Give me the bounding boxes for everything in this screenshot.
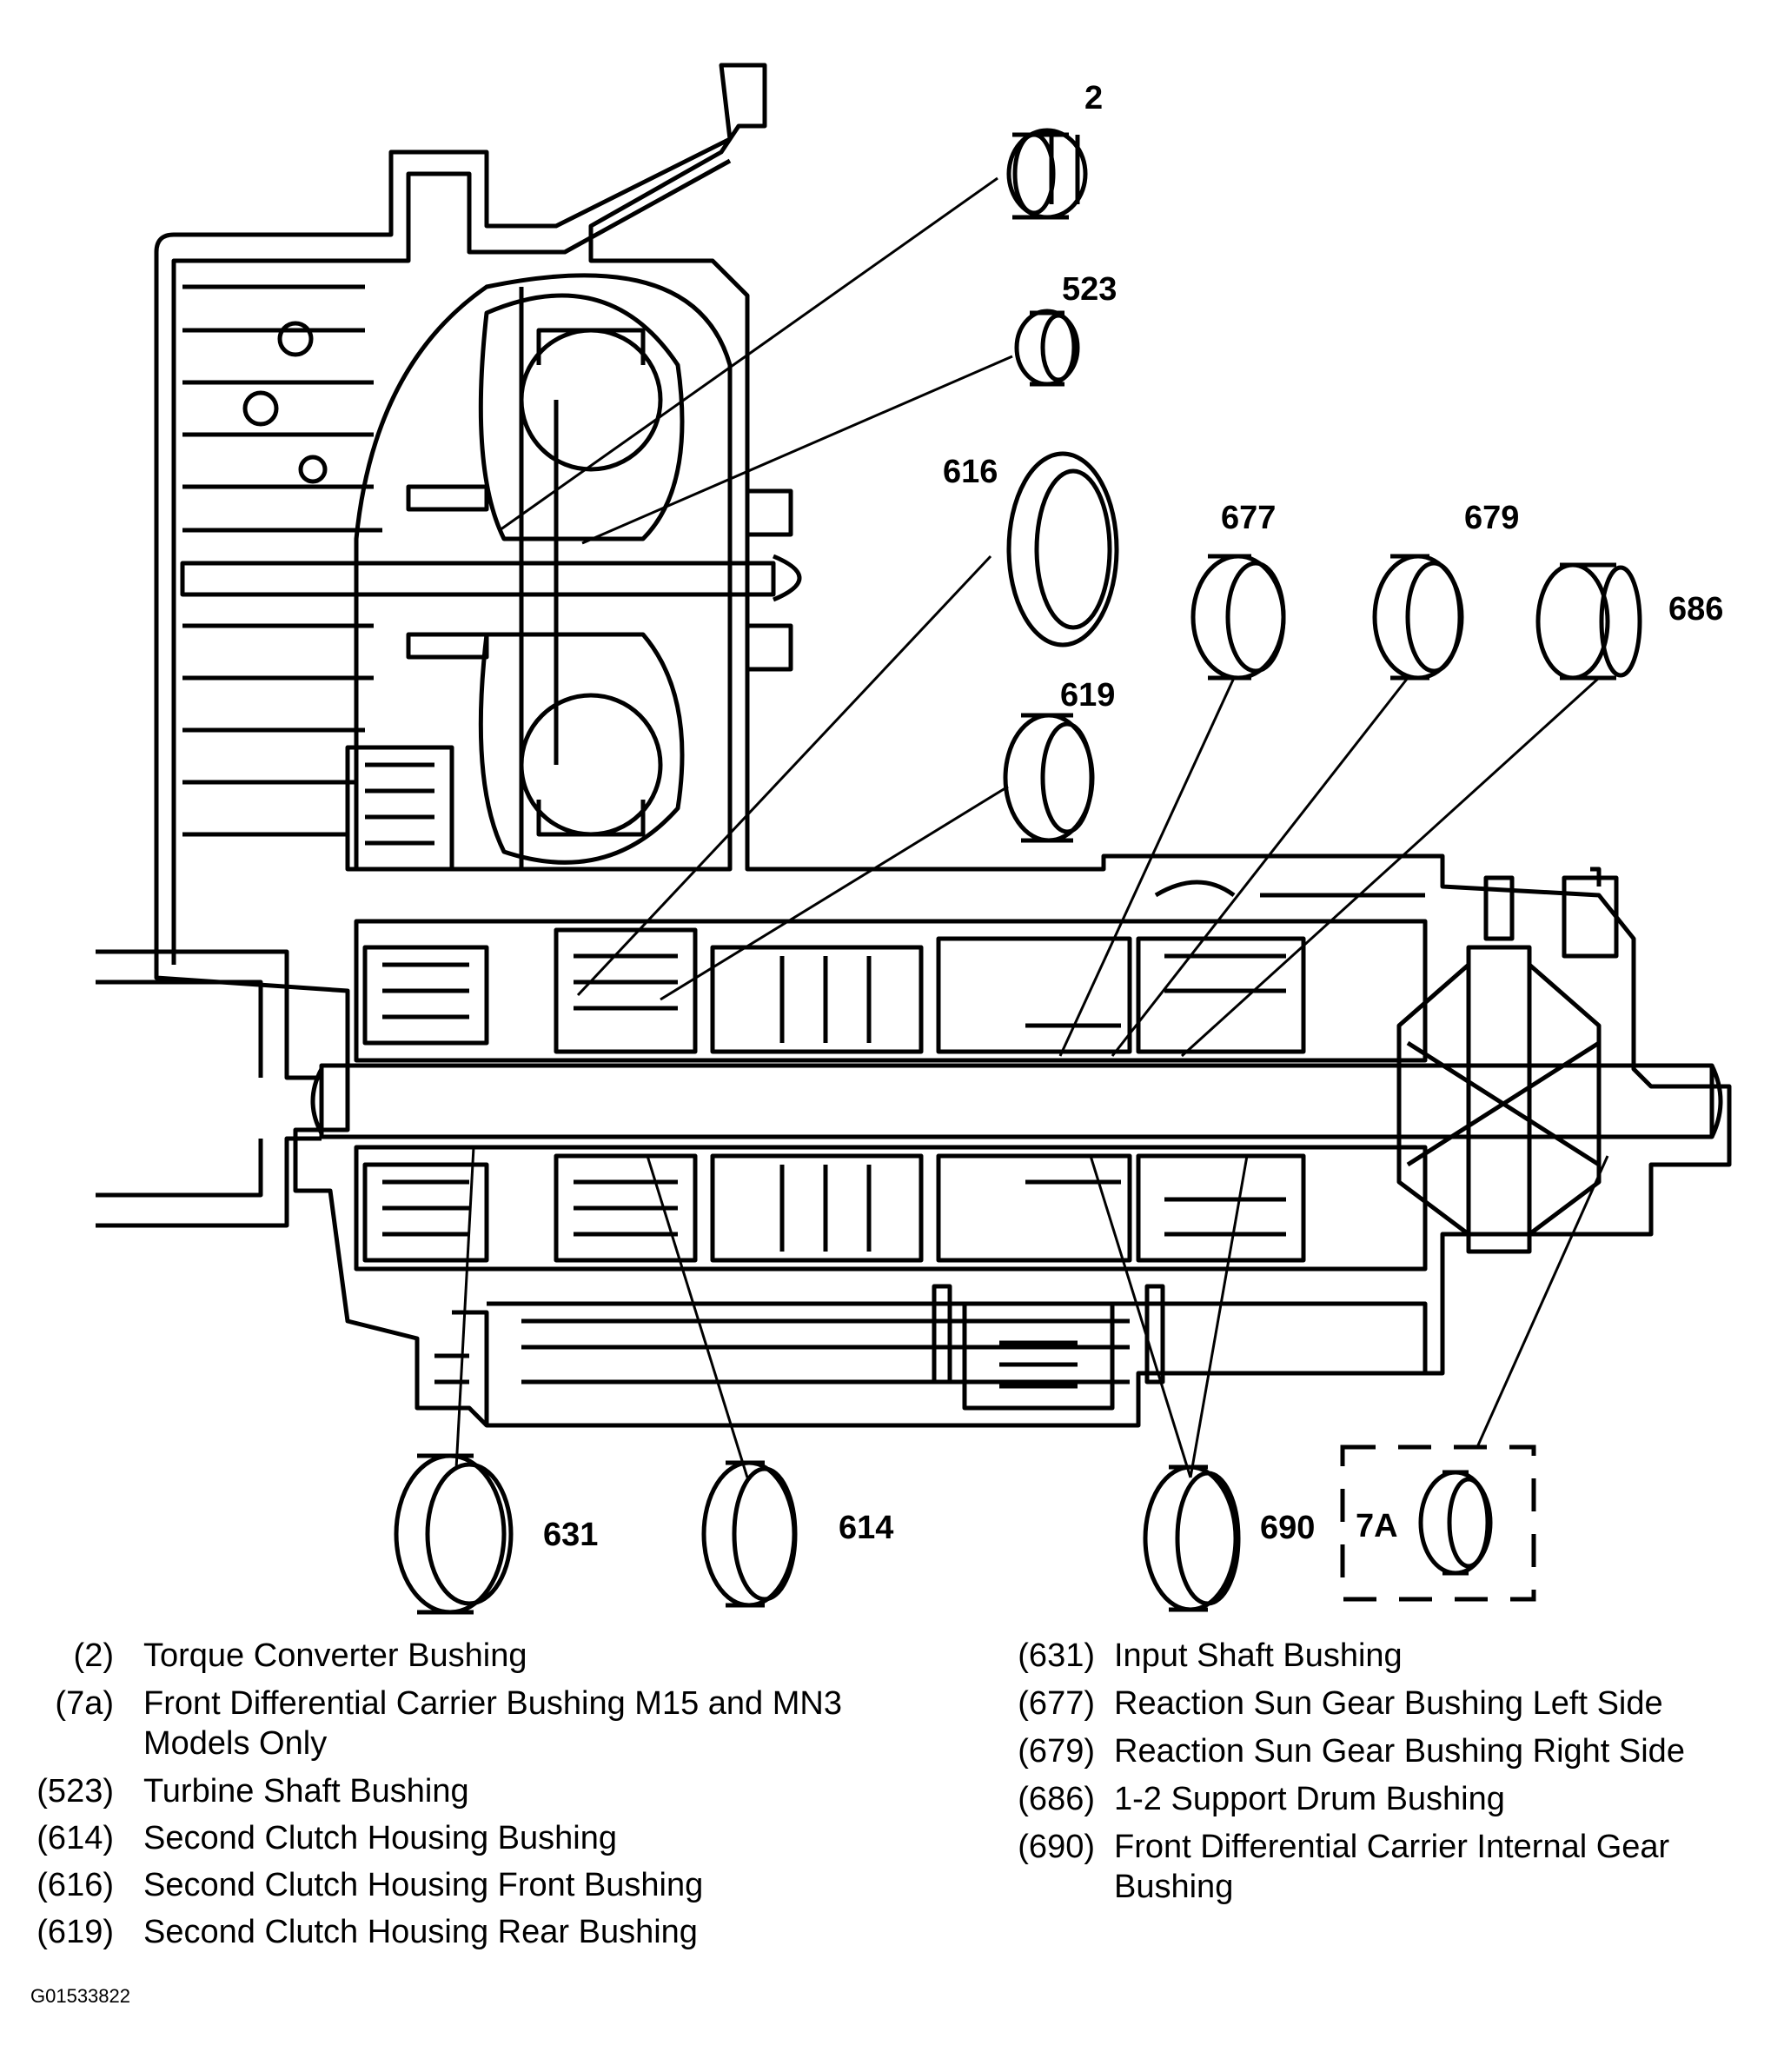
bushing-690-icon: [1143, 1464, 1241, 1612]
callout-614: 614: [839, 1510, 893, 1546]
legend-number: (677): [1018, 1685, 1095, 1722]
legend-number: (679): [1018, 1733, 1095, 1770]
legend-number: (686): [1018, 1781, 1095, 1817]
legend-description: Front Differential Carrier Bushing M15 a…: [143, 1685, 842, 1762]
figure-id: G01533822: [30, 1985, 130, 2007]
legend-description: Reaction Sun Gear Bushing Left Side: [1114, 1685, 1663, 1722]
bushing-631-icon: [394, 1453, 514, 1615]
callout-631: 631: [543, 1517, 598, 1553]
bushing-686-icon: [1535, 562, 1642, 681]
legend-description: Front Differential Carrier Internal Gear…: [1114, 1829, 1670, 1905]
callout-616: 616: [943, 454, 998, 490]
legend-description: 1-2 Support Drum Bushing: [1114, 1781, 1505, 1817]
callout-679: 679: [1464, 500, 1519, 536]
callout-619: 619: [1060, 677, 1115, 714]
callout-2: 2: [1084, 80, 1103, 116]
input-shaft: [319, 1063, 1714, 1139]
legend-description: Reaction Sun Gear Bushing Right Side: [1114, 1733, 1685, 1770]
housing-outline: [154, 63, 1732, 1428]
callout-523: 523: [1062, 271, 1117, 308]
bushing-619-icon: [1003, 713, 1095, 843]
bushing-523-icon: [1014, 309, 1080, 387]
converter-upper-half: [478, 293, 685, 541]
bushing-2-icon: [1006, 128, 1088, 220]
bushing-679-icon: [1372, 554, 1464, 681]
bushing-677-icon: [1190, 554, 1286, 681]
legend-number: (523): [36, 1773, 114, 1810]
legend-description: Second Clutch Housing Rear Bushing: [143, 1914, 698, 1950]
legend-number: (7a): [55, 1685, 114, 1722]
legend-description: Torque Converter Bushing: [143, 1637, 527, 1674]
bushing-7a-icon: [1418, 1470, 1493, 1576]
callout-690: 690: [1260, 1510, 1315, 1546]
converter-lower-half: [478, 632, 685, 865]
transaxle-cutaway-diagram: 2 523 616 619 677 679 686 631 614 690 7A: [96, 63, 1732, 1615]
callout-7a: 7A: [1356, 1508, 1398, 1544]
legend-description: Turbine Shaft Bushing: [143, 1773, 469, 1810]
turbine-shaft: [180, 561, 776, 597]
legend-number: (2): [73, 1637, 114, 1674]
legend-description: Second Clutch Housing Front Bushing: [143, 1867, 704, 1903]
callout-677: 677: [1221, 500, 1276, 536]
legend-number: (614): [36, 1820, 114, 1856]
legend-number: (616): [36, 1867, 114, 1903]
bushing-616-icon: [1006, 451, 1119, 648]
legend-description: Second Clutch Housing Bushing: [143, 1820, 618, 1856]
callout-686: 686: [1668, 591, 1723, 628]
legend-number: (690): [1018, 1829, 1095, 1865]
bushing-614-icon: [701, 1460, 798, 1608]
legend-number: (619): [36, 1914, 114, 1950]
legend-description: Input Shaft Bushing: [1114, 1637, 1403, 1674]
legend-number: (631): [1018, 1637, 1095, 1674]
